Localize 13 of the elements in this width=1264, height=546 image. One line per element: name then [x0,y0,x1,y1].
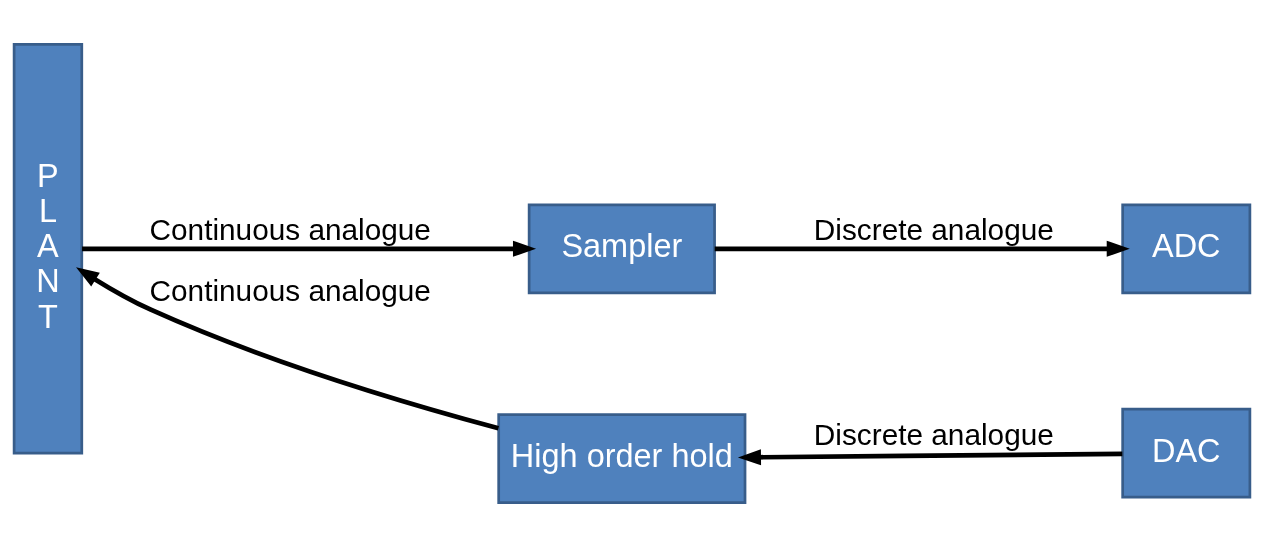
edge-label: Continuous analogue [149,273,431,307]
arrow [714,240,1130,257]
arrow [737,448,1123,465]
node-box: ADC [1121,202,1252,294]
arrow [82,240,537,257]
node-box: PLANT [12,42,84,455]
edge-label: Discrete analogue [813,417,1054,451]
edge-label: Discrete analogue [813,212,1054,246]
arrow [76,266,500,431]
node-box: High order hold [497,412,747,504]
edge-label: Continuous analogue [149,212,431,246]
node-box: Sampler [527,202,716,294]
node-box: DAC [1121,407,1252,499]
